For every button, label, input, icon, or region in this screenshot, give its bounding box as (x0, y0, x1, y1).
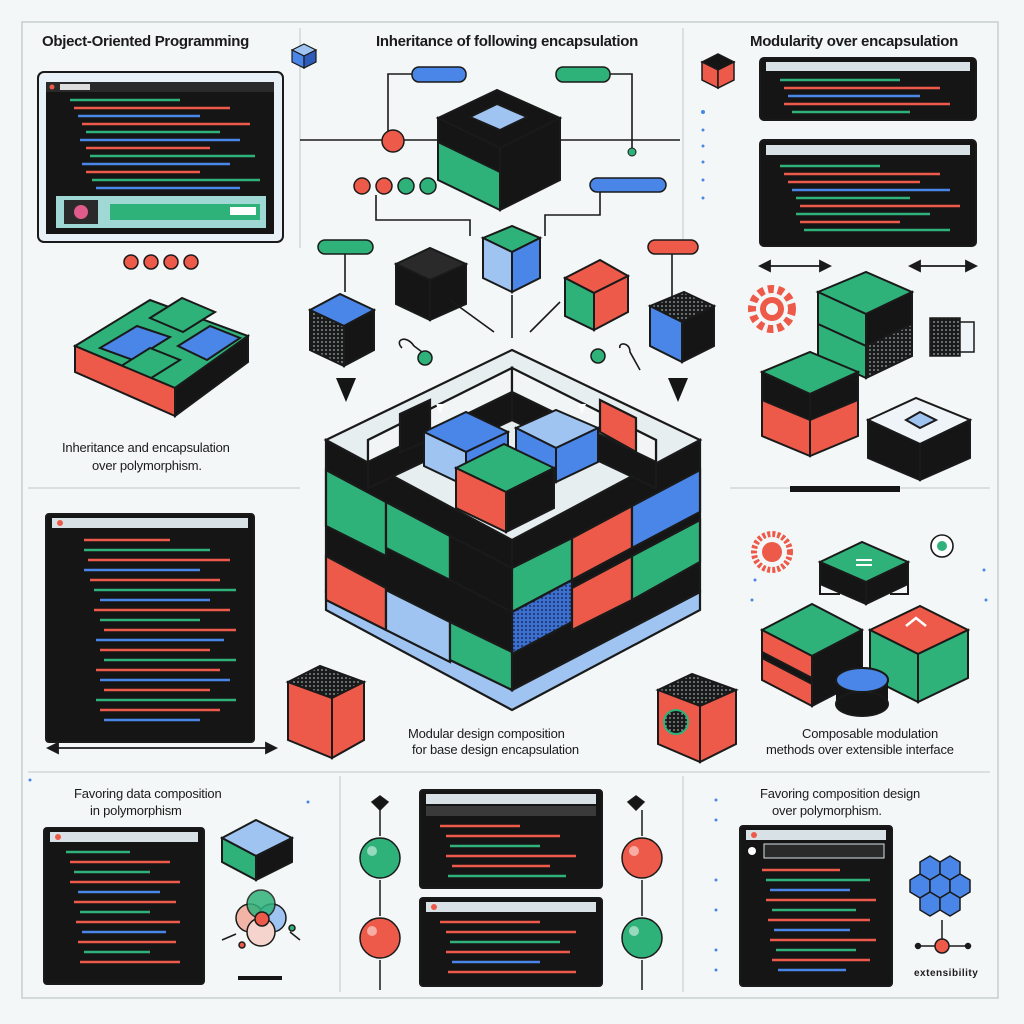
sparkles-bottom (28, 778, 718, 972)
cube-blue-right (647, 290, 717, 364)
double-arrow-left (45, 741, 279, 755)
caption-bottom-right-2: over polymorphism. (772, 803, 882, 818)
cube-blue-green (480, 224, 543, 294)
dot-row-top-left (123, 254, 199, 270)
cube-red (562, 258, 631, 332)
cube-red-dotted-left (285, 664, 367, 760)
bottom-center-nodes (359, 795, 663, 990)
caption-right-mid-2: methods over extensible interface (766, 742, 954, 757)
caption-bottom-right-small: extensibility (914, 968, 979, 979)
red-node (381, 129, 405, 153)
inner-cube-green-red (453, 442, 557, 534)
code-window-top-left (37, 71, 284, 243)
section-dividers (21, 21, 999, 999)
small-blue-cube-icon (290, 43, 318, 69)
cube-black-left (393, 246, 469, 322)
caption-left-mid-1: Inheritance and encapsulation (62, 440, 230, 455)
top-central-cube (435, 88, 563, 212)
red-small-cube-icon (700, 53, 736, 90)
cube-red-dotted-right (655, 672, 739, 764)
caption-bottom-right-1: Favoring composition design (760, 786, 921, 801)
caption-bottom-left-1: Favoring data composition (74, 786, 222, 801)
code-window-bottom-center-1 (419, 789, 603, 889)
top-center-pills (317, 66, 699, 255)
module-cluster (759, 540, 971, 717)
sparkles-right (750, 568, 988, 602)
vertical-dots-divider (701, 110, 705, 200)
code-window-top-right-1 (759, 57, 977, 121)
heading-top-center: Inheritance of following encapsulation (376, 33, 638, 50)
target-icon (930, 534, 954, 558)
stacked-cubes-right (759, 270, 973, 482)
cube-dotted-left (307, 292, 377, 368)
node-line-bottom-right (914, 920, 972, 954)
code-window-bottom-left (43, 827, 205, 985)
hexagon-cluster-icon (909, 855, 971, 917)
code-window-top-right-2 (759, 139, 977, 247)
heading-top-right: Modularity over encapsulation (750, 33, 959, 50)
caption-center-bottom-2: for base design encapsulation (412, 742, 579, 757)
connector-lines (300, 73, 680, 300)
page-title: Object-Oriented Programming (42, 33, 249, 50)
flower-network-icon (221, 889, 301, 949)
cube-blue-green-bottom (219, 818, 295, 882)
double-arrows-right (757, 259, 979, 273)
code-window-left-mid (45, 513, 255, 743)
caption-bottom-left-2: in polymorphism (90, 803, 182, 818)
dot-row-top-center (353, 177, 437, 195)
caption-left-mid-2: over polymorphism. (92, 458, 202, 473)
caption-center-bottom-1: Modular design composition (408, 726, 565, 741)
isometric-grid-tile (72, 296, 251, 418)
gear-icon (748, 285, 796, 333)
code-window-bottom-right (739, 825, 893, 987)
code-window-bottom-center-2 (419, 897, 603, 987)
central-block-structure (323, 348, 703, 712)
arrow-lines-center (398, 295, 641, 371)
red-sun-icon (751, 531, 793, 573)
caption-right-mid-1: Composable modulation (802, 726, 938, 741)
